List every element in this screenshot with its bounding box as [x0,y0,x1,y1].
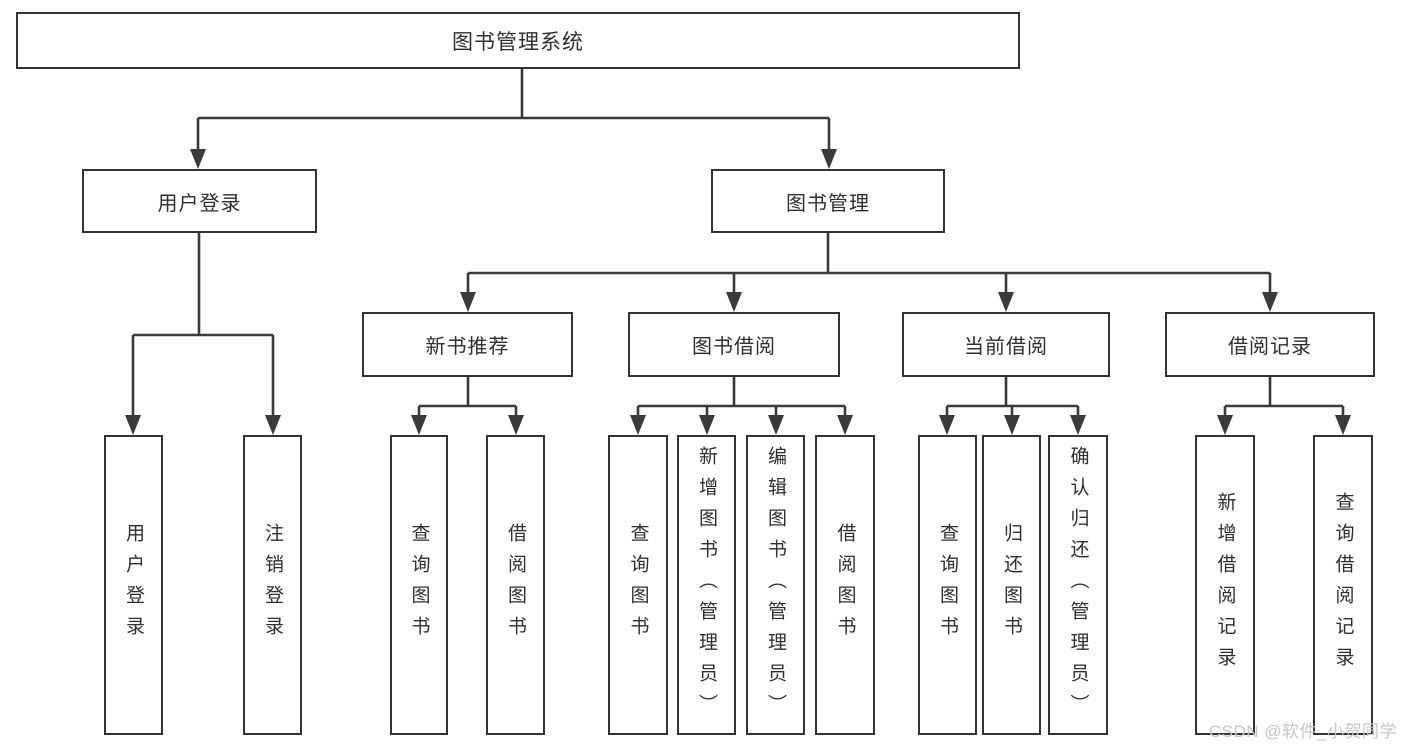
leaf-borrow-edit-books-admin-label: 编辑图书（管理员） [765,445,786,725]
leaf-borrow-borrow-books: 借阅图书 [815,435,875,735]
leaf-logout: 注销登录 [243,435,302,735]
leaf-records-query-record: 查询借阅记录 [1313,435,1373,735]
leaf-records-add-record-label: 新增借阅记录 [1214,492,1236,678]
node-book-borrowing-label: 图书借阅 [692,336,776,358]
leaf-borrow-borrow-books-label: 借阅图书 [834,523,856,647]
leaf-newbook-borrow-books: 借阅图书 [486,435,545,735]
node-root: 图书管理系统 [16,12,1020,69]
leaf-newbook-query-books: 查询图书 [390,435,448,735]
node-user-login: 用户登录 [82,169,317,233]
leaf-current-return-books-label: 归还图书 [1001,523,1022,647]
leaf-borrow-query-books: 查询图书 [608,435,668,735]
leaf-logout-label: 注销登录 [262,523,283,647]
leaf-current-confirm-return-admin-label: 确认归还（管理员） [1067,445,1089,725]
leaf-current-confirm-return-admin: 确认归还（管理员） [1048,435,1108,735]
leaf-records-add-record: 新增借阅记录 [1195,435,1255,735]
csdn-watermark: CSDN @软件_小贺同学 [1208,722,1397,741]
node-current-borrowing-label: 当前借阅 [964,336,1048,358]
node-root-label: 图书管理系统 [452,30,584,54]
node-new-book-recommend-label: 新书推荐 [425,336,510,358]
node-book-management: 图书管理 [711,169,945,233]
node-user-login-label: 用户登录 [157,192,242,215]
leaf-borrow-add-books-admin-label: 新增图书（管理员） [696,445,717,725]
leaf-newbook-borrow-books-label: 借阅图书 [505,523,526,647]
leaf-user-login-label: 用户登录 [123,523,144,647]
leaf-records-query-record-label: 查询借阅记录 [1332,492,1354,678]
node-borrowing-records: 借阅记录 [1165,312,1375,377]
node-borrowing-records-label: 借阅记录 [1228,336,1312,358]
leaf-borrow-query-books-label: 查询图书 [627,523,649,647]
node-current-borrowing: 当前借阅 [902,312,1110,377]
leaf-newbook-query-books-label: 查询图书 [408,523,430,647]
leaf-current-query-books-label: 查询图书 [937,523,958,647]
leaf-borrow-edit-books-admin: 编辑图书（管理员） [746,435,805,735]
leaf-current-return-books: 归还图书 [982,435,1041,735]
leaf-borrow-add-books-admin: 新增图书（管理员） [677,435,736,735]
leaf-current-query-books: 查询图书 [918,435,977,735]
node-new-book-recommend: 新书推荐 [362,312,573,377]
node-book-borrowing: 图书借阅 [628,312,840,377]
node-book-management-label: 图书管理 [786,192,870,215]
leaf-user-login: 用户登录 [104,435,163,735]
